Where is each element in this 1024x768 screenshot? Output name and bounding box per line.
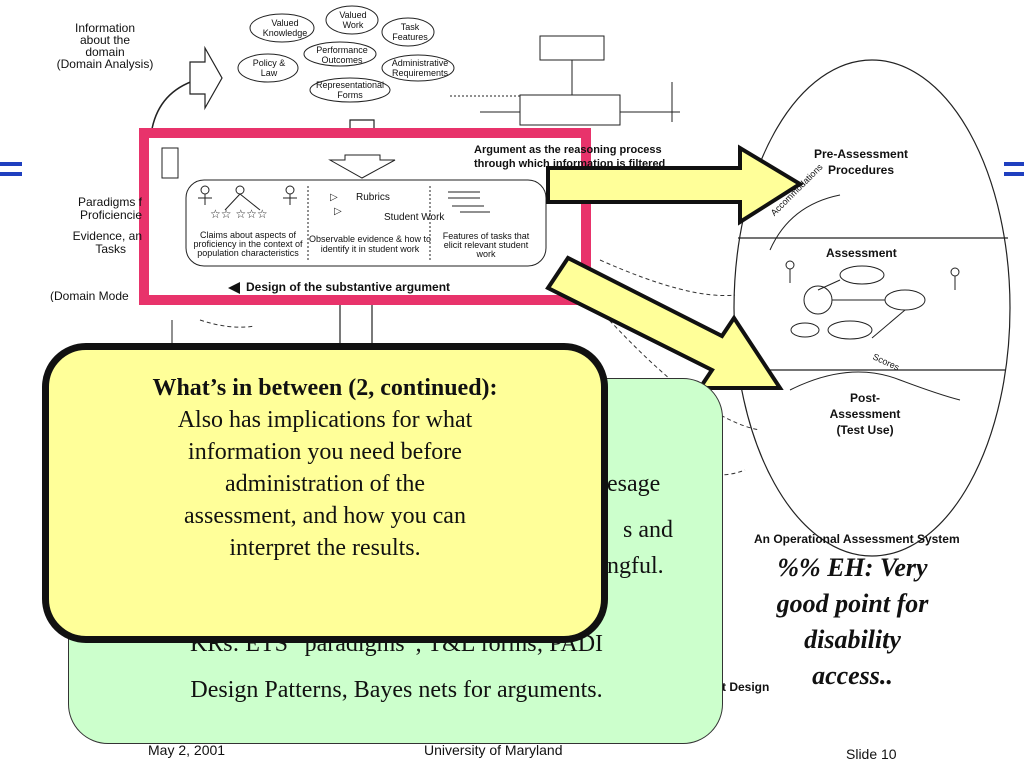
footer-slide-number: Slide 10 [846,746,897,762]
domain-model-line: Tasks [95,242,126,256]
block-arrow-right [189,45,223,111]
callout-line: assessment, and how you can [184,503,466,529]
post-assessment-line: (Test Use) [836,423,894,437]
svg-text:☆☆ ☆☆☆: ☆☆ ☆☆☆ [210,207,268,221]
operational-system-label: An Operational Assessment System [754,532,960,546]
post-assessment-line: Assessment [829,407,901,421]
task-features-label: Features of tasks that elicit relevant s… [442,231,530,259]
domain-analysis-line: about the [79,33,131,47]
left-marker [0,162,22,176]
domain-model-label: Paradigms f Proficiencie Evidence, an Ta… [62,196,142,256]
domain-analysis-line: domain [85,45,125,59]
domain-analysis-line: Information [74,21,136,35]
student-work-label: Student Work [384,212,445,223]
rubrics-label: Rubrics [356,192,390,203]
svg-text:▷: ▷ [334,206,342,217]
callout-line: Also has implications for what [177,407,473,433]
cloud-label-valued-work: Valued Work [339,10,367,30]
right-marker [1004,162,1024,176]
assessment-label: Assessment [826,246,897,260]
cloud-label-performance-outcomes: Performance Outcomes [316,45,368,65]
domain-model-caption: (Domain Mode [50,290,129,302]
callout-line: administration of the [225,471,425,497]
cloud-label-task-features: Task Features [392,22,428,42]
pre-assessment-line: Procedures [827,163,895,177]
callout-title: What’s in between (2, continued): [152,375,498,401]
callout-line: interpret the results. [229,535,421,561]
hierarchy-sketch [450,35,680,126]
argument-note: Argument as the reasoning process throug… [474,144,666,170]
cloud-label-administrative-requirements: Administrative Requirements [391,58,449,78]
connector-lines [339,300,373,345]
footer-date: May 2, 2001 [148,742,226,758]
yellow-callout-text: What’s in between (2, continued): Also h… [49,372,601,564]
eh-note-line: good point for [776,589,929,618]
cloud-label-representational-forms: Representational Forms [315,80,385,100]
arrow-to-pre-assessment [546,144,804,226]
yellow-callout: What’s in between (2, continued): Also h… [42,343,608,643]
design-caption: Design of the substantive argument [246,280,451,294]
domain-analysis-line: (Domain Analysis) [56,57,154,71]
t-design-label: t Design [722,680,770,694]
domain-analysis-label: Information about the domain (Domain Ana… [40,22,170,70]
domain-model-line: Evidence, an [72,229,142,243]
assessment-network [785,260,960,340]
post-assessment-label: Post- Assessment (Test Use) [810,390,920,438]
green-fragment: s and [623,517,673,543]
green-fragment: esage [607,471,661,497]
eh-note-line: %% EH: Very [777,553,928,582]
svg-text:▷: ▷ [330,192,338,203]
eh-note-line: access.. [812,661,893,690]
green-line-design-patterns: Design Patterns, Bayes nets for argument… [190,677,603,703]
arrow-to-post-assessment [545,255,784,390]
post-assessment-line: Post- [850,391,880,405]
pre-assessment-label: Pre-Assessment Procedures [796,146,926,178]
domain-model-line: Proficiencie [79,208,142,222]
pre-assessment-line: Pre-Assessment [813,147,909,161]
eh-note: %% EH: Very good point for disability ac… [745,550,960,694]
domain-model-line: Paradigms f [77,196,142,209]
scores-curve [789,371,961,401]
cloud-cluster [237,5,455,103]
design-box: ☆☆ ☆☆☆ ▷ ▷ [139,128,591,305]
cloud-label-policy-law: Policy & Law [252,58,286,78]
accommodations-curve [769,194,841,251]
footer-institution: University of Maryland [424,742,563,758]
observable-evidence-label: Observable evidence & how to identify it… [308,234,432,254]
assessment-ellipse [733,59,1011,557]
callout-line: information you need before [188,439,462,465]
cloud-label-valued-knowledge: Valued Knowledge [262,18,308,38]
green-fragment: ngful. [607,553,664,579]
eh-note-line: disability [804,625,901,654]
claims-label: Claims about aspects of proficiency in t… [193,230,303,258]
